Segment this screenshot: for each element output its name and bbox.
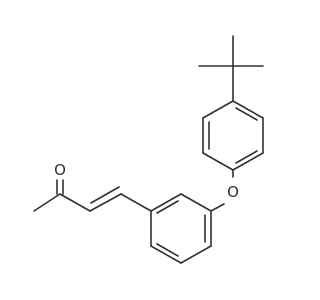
upper-ring-double-bond-a bbox=[235, 107, 258, 121]
ether-oxygen-label: O bbox=[227, 183, 239, 201]
vinyl-to-carbonyl-bond bbox=[59, 193, 91, 212]
lower-ring-bond-3 bbox=[150, 245, 182, 264]
lower-ring-double-bond-c bbox=[156, 200, 179, 214]
vinyl-double-bond-inner bbox=[90, 186, 120, 204]
lower-phenyl-ring bbox=[150, 193, 212, 264]
upper-phenyl-ring bbox=[202, 100, 264, 171]
vinyl-double-bond-outer bbox=[89, 193, 122, 212]
carbonyl-oxygen-label: O bbox=[54, 161, 66, 179]
ring-to-vinyl-bond bbox=[120, 193, 152, 212]
upper-ring-bond-6 bbox=[202, 100, 234, 119]
ether-oxygen-to-ring-bond bbox=[210, 203, 225, 212]
lower-ring-bond-2 bbox=[180, 245, 212, 264]
upper-ring-double-bond-b bbox=[235, 150, 258, 164]
tert-butyl-group bbox=[198, 35, 264, 102]
lower-ring-bond-5 bbox=[150, 193, 182, 212]
upper-ring-bond-1 bbox=[232, 100, 264, 119]
ether-linkage: O bbox=[210, 169, 239, 212]
lower-ring-double-bond-b bbox=[156, 243, 179, 257]
upper-ring-bond-3 bbox=[232, 152, 264, 171]
upper-ring-bond-4 bbox=[202, 152, 234, 171]
butenone-side-chain: O bbox=[33, 161, 152, 212]
carbonyl-to-methyl-bond bbox=[33, 193, 61, 212]
molecule-structure-diagram: O O bbox=[33, 35, 264, 264]
lower-ring-bond-6 bbox=[180, 193, 212, 212]
